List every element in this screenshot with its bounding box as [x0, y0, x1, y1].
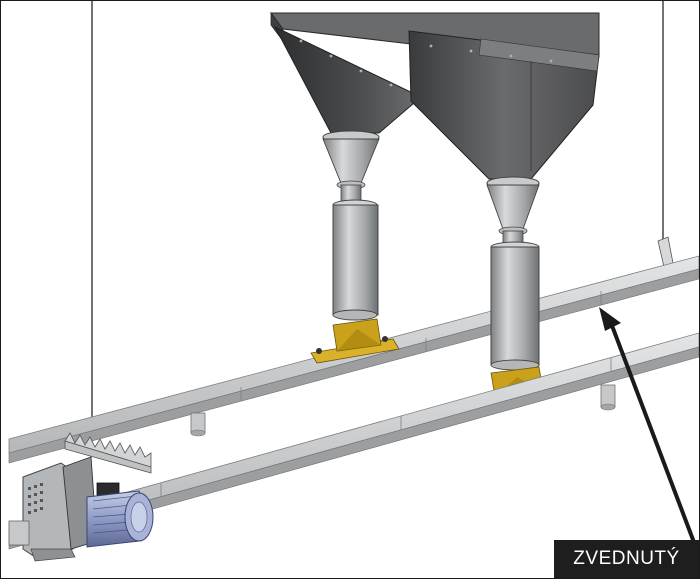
hopper-icon — [270, 11, 600, 180]
suspension-cables — [91, 1, 674, 453]
gear-rack-icon — [64, 432, 152, 474]
status-label-box: ZVEDNUTÝ — [554, 540, 699, 578]
feeder-tube-icon — [322, 130, 380, 321]
feeder-tube-icon — [486, 176, 540, 371]
electric-motor-icon — [8, 456, 154, 562]
status-label-text: ZVEDNUTÝ — [573, 548, 680, 569]
mounting-bracket-icon — [310, 318, 400, 364]
arrow-pointer-icon — [599, 307, 697, 546]
